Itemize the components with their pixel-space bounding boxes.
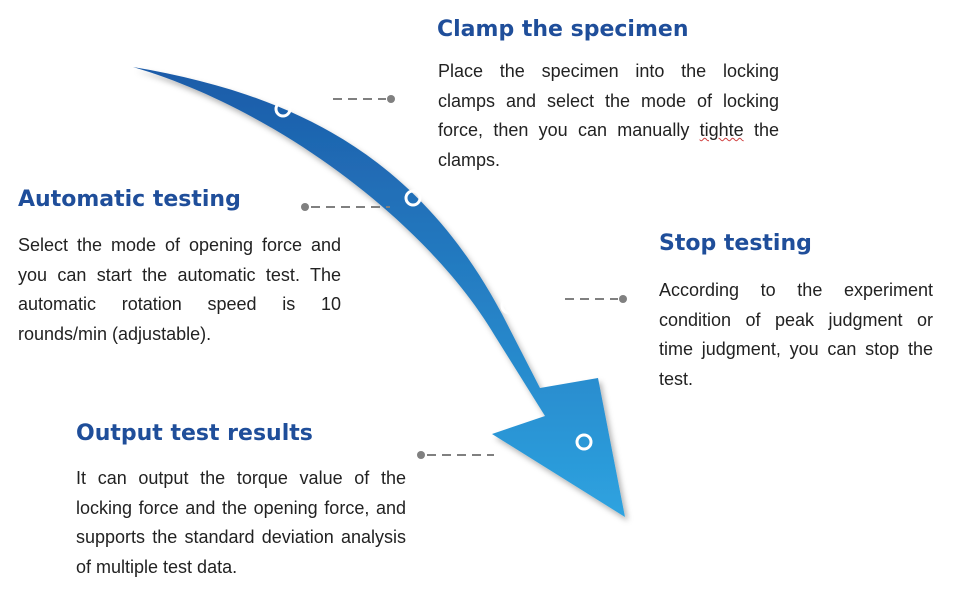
- curved-arrow-shape: [133, 67, 625, 517]
- connector-dot: [387, 95, 395, 103]
- step-title-automatic: Automatic testing: [18, 187, 241, 212]
- step-desc-automatic: Select the mode of opening force and you…: [18, 235, 341, 344]
- step-desc-stop: According to the experiment condition of…: [659, 280, 933, 389]
- connector-stop: [565, 295, 627, 303]
- step-2-marker: [404, 189, 422, 207]
- step-markers: [274, 100, 593, 451]
- step-desc-clamp-text-end: the clamps.: [438, 120, 779, 170]
- step-desc-clamp-text: Place the specimen into the locking clam…: [438, 61, 779, 140]
- step-3-marker: [500, 297, 518, 315]
- spellcheck-flagged-word: tighte: [699, 120, 744, 140]
- connector-automatic: [301, 203, 390, 211]
- step-1-marker: [274, 100, 292, 118]
- connector-clamp: [333, 95, 395, 103]
- step-title-output: Output test results: [76, 421, 313, 446]
- connector-dot: [301, 203, 309, 211]
- connector-dot: [417, 451, 425, 459]
- step-title-clamp: Clamp the specimen: [437, 17, 689, 42]
- step-desc-output: It can output the torque value of the lo…: [76, 468, 406, 577]
- connector-dot: [619, 295, 627, 303]
- step-desc-clamp: Place the specimen into the locking clam…: [438, 57, 779, 175]
- step-4-marker: [575, 433, 593, 451]
- connector-output: [417, 451, 494, 459]
- step-title-stop: Stop testing: [659, 231, 812, 256]
